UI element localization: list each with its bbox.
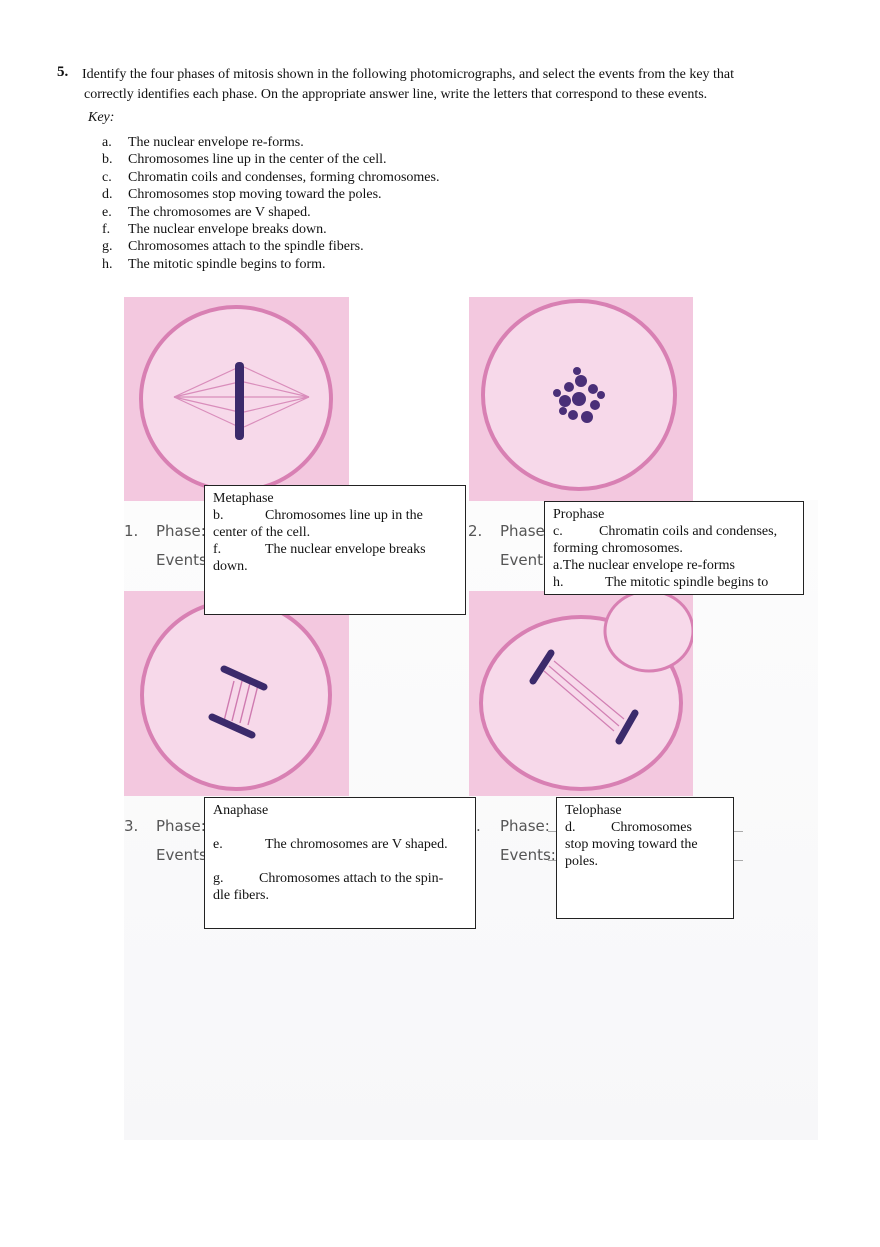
key-item: b.Chromosomes line up in the center of t… — [102, 152, 387, 168]
answer-phase: Anaphase — [213, 803, 269, 818]
answer-event: c.Chromatin coils and condenses, — [553, 524, 778, 539]
panel-3-phase-label: Phase: — [156, 817, 206, 835]
answer-event-cont: poles. — [565, 854, 599, 869]
answer-event: f.The nuclear envelope breaks — [213, 542, 426, 557]
key-item: h.The mitotic spindle begins to form. — [102, 256, 326, 272]
panel-2-events-label: Events — [500, 551, 551, 569]
answer-phase: Prophase — [553, 507, 605, 522]
micrograph-prophase — [469, 297, 693, 501]
answer-event: h.The mitotic spindle begins to — [553, 575, 769, 590]
panel-2-phase-label: Phase: — [500, 522, 550, 540]
answer-event-cont: dle fibers. — [213, 888, 269, 903]
key-item: e.The chromosomes are V shaped. — [102, 204, 311, 220]
key-item: a.The nuclear envelope re-forms. — [102, 135, 304, 150]
answer-event-cont: forming chromosomes. — [553, 541, 683, 556]
key-item: g.Chromosomes attach to the spindle fibe… — [102, 239, 364, 255]
answer-event: e.The chromosomes are V shaped. — [213, 837, 448, 852]
answer-box-1[interactable]: Metaphase b.Chromosomes line up in the c… — [204, 485, 466, 615]
answer-box-2[interactable]: Prophase c.Chromatin coils and condenses… — [544, 501, 804, 595]
answer-event: d.Chromosomes — [565, 820, 692, 835]
answer-phase: Telophase — [565, 803, 622, 818]
panel-4-number: . — [476, 817, 481, 835]
answer-box-3[interactable]: Anaphase e.The chromosomes are V shaped.… — [204, 797, 476, 929]
answer-event-cont: down. — [213, 559, 248, 574]
micrograph-telophase — [469, 591, 693, 796]
answer-event-cont: stop moving toward the — [565, 837, 698, 852]
micrograph-metaphase — [124, 297, 349, 501]
key-item: c.Chromatin coils and condenses, forming… — [102, 169, 440, 185]
panel-4-phase-label: Phase: — [500, 817, 550, 835]
answer-box-4[interactable]: Telophase d.Chromosomes stop moving towa… — [556, 797, 734, 919]
key-list: a.The nuclear envelope re-forms. b.Chrom… — [102, 134, 439, 273]
panel-4-events-label: Events: — [500, 846, 556, 864]
panel-3-events-label: Events: — [156, 846, 212, 864]
answer-phase: Metaphase — [213, 491, 274, 506]
question-text-line2: correctly identifies each phase. On the … — [84, 87, 708, 102]
question-number: 5. — [57, 64, 69, 80]
micrograph-anaphase — [124, 591, 349, 796]
key-label: Key: — [88, 110, 115, 125]
panel-2-number: 2. — [468, 522, 483, 540]
key-item: f.The nuclear envelope breaks down. — [102, 222, 327, 238]
panel-1-events-label: Events: — [156, 551, 212, 569]
panel-3-number: 3. — [124, 817, 139, 835]
panel-1-phase-label: Phase: — [156, 522, 206, 540]
question-text-line1: Identify the four phases of mitosis show… — [82, 67, 735, 82]
answer-event: a.The nuclear envelope re-forms — [553, 558, 735, 573]
panel-1-number: 1. — [124, 522, 139, 540]
key-item: d.Chromosomes stop moving toward the pol… — [102, 187, 382, 203]
answer-event: g.Chromosomes attach to the spin- — [213, 871, 444, 886]
answer-event: b.Chromosomes line up in the — [213, 508, 423, 523]
answer-event-cont: center of the cell. — [213, 525, 311, 540]
